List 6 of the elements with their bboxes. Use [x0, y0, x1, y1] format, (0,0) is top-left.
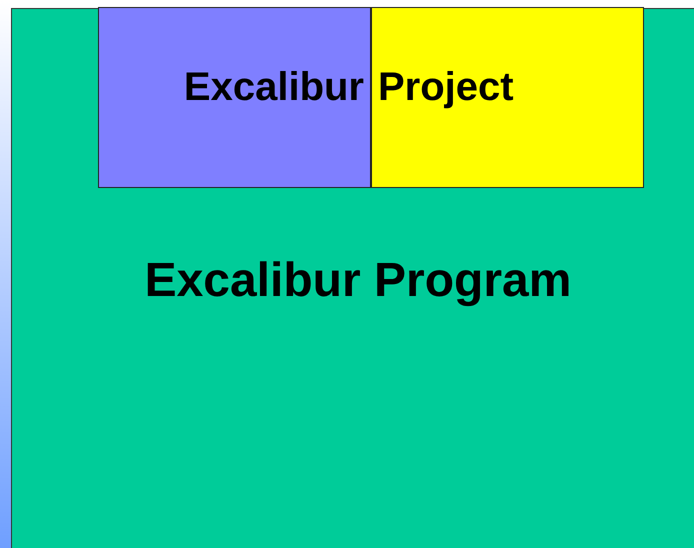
project-box [98, 7, 371, 188]
program-title: Excalibur Program [144, 253, 572, 308]
box-title: Project [378, 65, 514, 110]
box-title: Excalibur [184, 65, 364, 110]
project-box [371, 7, 644, 188]
program-area [11, 8, 694, 548]
